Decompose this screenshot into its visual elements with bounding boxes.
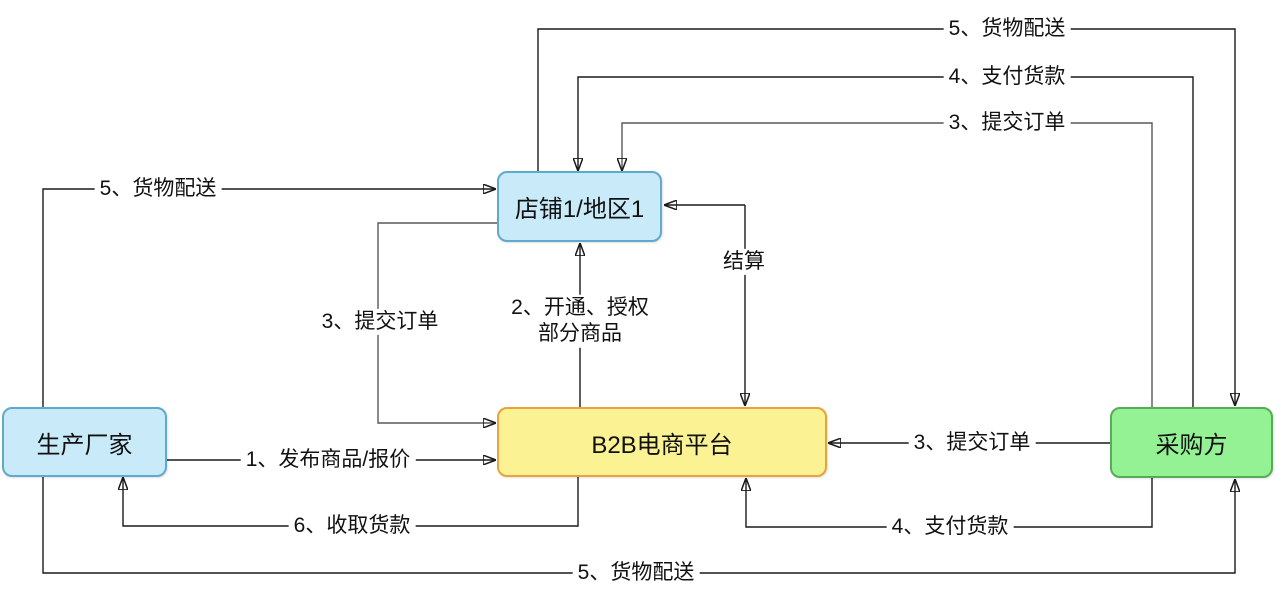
edge-delivery-left [42,189,495,407]
node-manufacturer: 生产厂家 [2,407,167,477]
edge-label-collect: 6、收取货款 [288,512,416,540]
edge-label-settle: 结算 [718,248,770,276]
edge-order-top [622,122,1153,407]
edge-pay-top [578,76,1194,407]
edge-delivery-bottom [42,477,1235,574]
edge-label-pay-bottom: 4、支付货款 [886,513,1014,541]
edge-delivery-top [537,28,1235,405]
edge-label-delivery-top: 5、货物配送 [943,15,1071,43]
edge-label-order-right: 3、提交订单 [908,429,1036,457]
edge-label-pay-top: 4、支付货款 [943,63,1071,91]
edge-label-provision: 2、开通、授权 部分商品 [506,294,654,348]
node-shop: 店铺1/地区1 [497,171,662,242]
edge-label-provision-line2: 部分商品 [538,322,622,345]
edge-label-order-top: 3、提交订单 [943,109,1071,137]
edge-label-provision-line1: 2、开通、授权 [511,295,649,319]
node-platform-label: B2B电商平台 [591,431,733,459]
node-shop-label: 店铺1/地区1 [514,196,645,223]
edge-label-publish: 1、发布商品/报价 [240,446,416,474]
node-platform: B2B电商平台 [497,407,827,477]
node-buyer-label: 采购方 [1155,432,1228,459]
node-manufacturer-label: 生产厂家 [36,431,133,459]
node-buyer: 采购方 [1110,407,1273,478]
edge-label-delivery-bottom: 5、货物配送 [572,559,700,587]
edge-label-delivery-left: 5、货物配送 [94,175,222,203]
edge-label-order-shop: 3、提交订单 [316,308,444,336]
